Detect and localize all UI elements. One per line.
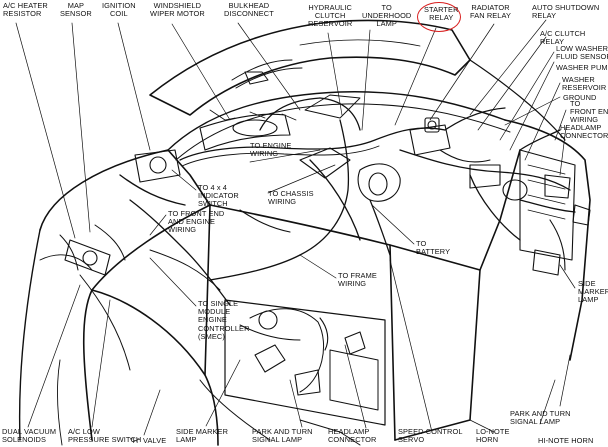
- label-dual-vacuum-solenoids: DUAL VACUUM SOLENOIDS: [2, 427, 57, 445]
- label-hi-note-horn: HI-NOTE HORN: [538, 436, 594, 445]
- radiator-support: [199, 149, 521, 446]
- label-side-marker-lamp-bottom: SIDE MARKER LAMP: [176, 427, 229, 445]
- label-park-and-turn-signal-lamp-right: PARK AND TURN SIGNAL LAMP: [510, 409, 571, 427]
- label-side-marker-lamp-right: SIDE MARKER LAMP: [578, 279, 608, 305]
- label-to-chassis-wiring: TO CHASSIS WIRING: [268, 189, 314, 207]
- leader-lines: [15, 19, 576, 436]
- label-to-single-module-engine-controller: TO SINGLE MODULE ENGINE CONTROLLER (SMEC…: [198, 299, 250, 341]
- label-to-4x4-indicator-switch: TO 4 x 4 INDICATOR SWITCH: [198, 183, 239, 209]
- label-to-underhood-lamp: TO UNDERHOOD LAMP: [362, 3, 412, 29]
- label-lo-note-horn: LO-NOTE HORN: [476, 427, 510, 445]
- label-h-valve: "H" VALVE: [130, 436, 167, 445]
- label-washer-pump: WASHER PUMP: [556, 63, 608, 72]
- label-bulkhead-disconnect: BULKHEAD DISCONNECT: [224, 1, 274, 19]
- raised-hood: [149, 19, 471, 116]
- label-ignition-coil: IGNITION COIL: [102, 1, 136, 19]
- label-low-washer-fluid-sensor: LOW WASHER FLUID SENSOR: [556, 44, 608, 62]
- wiring-harness: [59, 97, 576, 371]
- label-washer-reservoir: WASHER RESERVOIR: [562, 75, 607, 93]
- label-to-front-end-wiring: TO FRONT END WIRING: [570, 99, 608, 125]
- firewall-cowl: [167, 91, 511, 161]
- label-to-engine-wiring-upper: TO ENGINE WIRING: [250, 141, 292, 159]
- label-ac-low-pressure-switch: A/C LOW PRESSURE SWITCH: [68, 427, 142, 445]
- label-to-frame-wiring: TO FRAME WIRING: [338, 271, 377, 289]
- label-auto-shutdown-relay: AUTO SHUTDOWN RELAY: [532, 3, 600, 21]
- label-ground: GROUND: [563, 93, 597, 102]
- label-map-sensor: MAP SENSOR: [60, 1, 92, 19]
- label-ac-heater-resistor: A/C HEATER RESISTOR: [3, 1, 48, 19]
- label-speed-control-servo: SPEED CONTROL SERVO: [398, 427, 463, 445]
- label-park-and-turn-signal-lamp-bottom: PARK AND TURN SIGNAL LAMP: [252, 427, 313, 445]
- label-windshield-wiper-motor: WINDSHIELD WIPER MOTOR: [150, 1, 205, 19]
- label-ac-clutch-relay: A/C CLUTCH RELAY: [540, 29, 586, 47]
- label-headlamp-connector-bottom: HEADLAMP CONNECTOR: [328, 427, 377, 445]
- right-fender: [469, 59, 591, 361]
- label-to-battery: TO BATTERY: [416, 239, 451, 257]
- starter-relay-highlight-circle: [417, 2, 461, 32]
- label-headlamp-connector-right: HEADLAMP CONNECTOR: [560, 123, 608, 141]
- label-hydraulic-clutch-reservoir: HYDRAULIC CLUTCH RESERVOIR: [308, 3, 353, 29]
- label-to-front-end-and-engine-wiring: TO FRONT END AND ENGINE WIRING: [168, 209, 225, 235]
- label-radiator-fan-relay: RADIATOR FAN RELAY: [470, 3, 512, 21]
